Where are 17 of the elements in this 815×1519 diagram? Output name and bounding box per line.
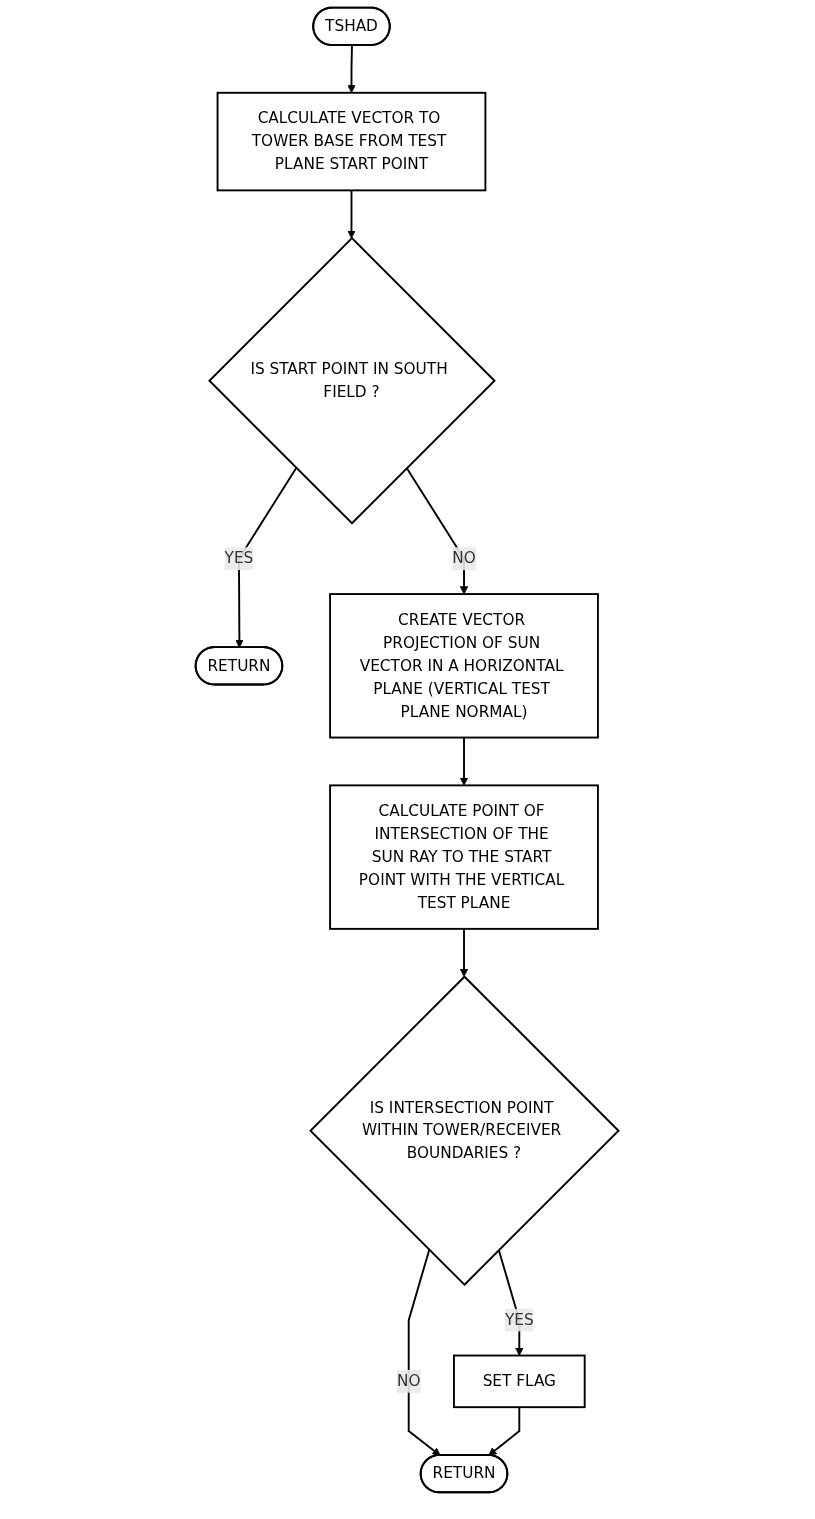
- node-diamond: IS START POINT IN SOUTH FIELD ?: [208, 236, 497, 525]
- arrow: [347, 189, 357, 239]
- node-box: SET FLAG: [453, 1354, 587, 1409]
- arrow: [460, 736, 469, 786]
- arrow: [460, 927, 469, 978]
- arrow: [408, 1248, 442, 1456]
- node-box: CALCULATE POINT OF INTERSECTION OF THE SUN RAY TO THE START POINT WITH THE VERTICAL TEST PLANE: [329, 784, 600, 930]
- edge-label: YES: [225, 549, 254, 568]
- edge-label: NO: [397, 1371, 421, 1390]
- arrow: [406, 467, 469, 595]
- node-box: CALCULATE VECTOR TO TOWER BASE FROM TEST PLANE START POINT: [217, 91, 487, 192]
- node-diamond: IS INTERSECTION POINT WITHIN TOWER/RECEIVER BOUNDARIES ?: [309, 975, 621, 1287]
- arrow: [488, 1406, 521, 1456]
- arrow: [347, 44, 357, 94]
- edge-label: YES: [505, 1310, 535, 1329]
- node-box: CREATE VECTOR PROJECTION OF SUN VECTOR IN A HORIZONTAL PLANE (VERTICAL TEST PLANE NORMAL): [329, 593, 600, 739]
- edge-label: NO: [452, 549, 477, 568]
